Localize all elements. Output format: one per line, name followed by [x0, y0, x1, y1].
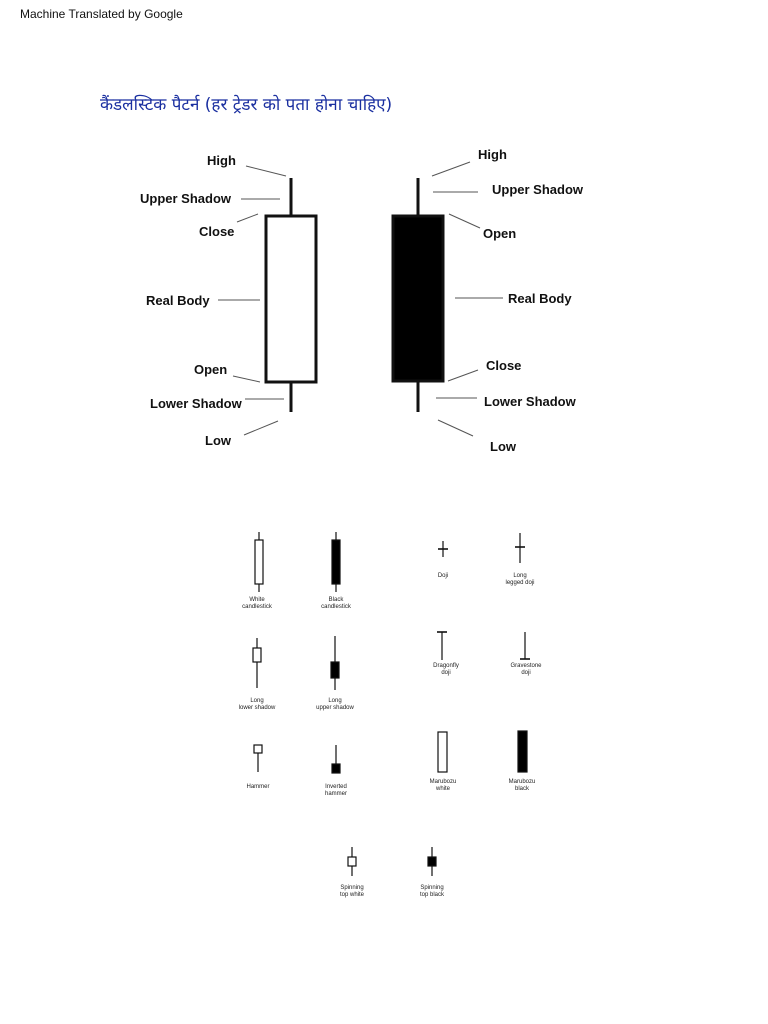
long-upper-shadow-pattern: Long upper shadow	[316, 636, 355, 711]
long-upper-shadow-label-1: Long	[328, 698, 341, 704]
black-candlestick-label-2: candlestick	[321, 604, 352, 610]
black-high-label: High	[478, 147, 507, 162]
page-title: कैंडलस्टिक पैटर्न (हर ट्रेडर को पता होना…	[100, 95, 393, 115]
marubozu-black-label-1: Marubozu	[509, 779, 536, 785]
inverted-hammer-label-1: Inverted	[325, 784, 347, 790]
long-legged-doji-pattern: Long legged doji	[505, 533, 535, 586]
inverted-hammer-pattern: Inverted hammer	[325, 745, 347, 797]
white-high-label: High	[207, 153, 236, 168]
gravestone-doji-label-1: Gravestone	[510, 663, 542, 669]
black-candlestick-pattern: Black candlestick	[321, 532, 352, 610]
white-candlestick-label-2: candlestick	[242, 604, 273, 610]
white-candlestick-label-1: White	[249, 597, 265, 603]
white-candlestick-pattern: White candlestick	[242, 532, 273, 610]
gravestone-doji-label-2: doji	[521, 670, 530, 676]
white-real-body	[264, 214, 318, 384]
black-upper-shadow-label: Upper Shadow	[492, 182, 584, 197]
spinning-top-black-label-1: Spinning	[420, 885, 443, 891]
marubozu-white-label-1: Marubozu	[430, 779, 457, 785]
long-lower-shadow-pattern: Long lower shadow	[239, 638, 276, 711]
inverted-hammer-label-2: hammer	[325, 791, 347, 797]
long-lower-shadow-label-1: Long	[250, 698, 263, 704]
black-lower-shadow-label: Lower Shadow	[484, 394, 577, 409]
marubozu-white-label-2: white	[435, 786, 451, 792]
white-open-label: Open	[194, 362, 227, 377]
white-real-body-label: Real Body	[146, 293, 210, 308]
spinning-top-white-label-2: top white	[340, 892, 365, 898]
long-lower-shadow-label-2: lower shadow	[239, 705, 276, 711]
dragonfly-doji-pattern: Dragonfly doji	[433, 631, 459, 676]
dragonfly-doji-label-2: doji	[441, 670, 450, 676]
long-legged-doji-label-2: legged doji	[505, 580, 534, 586]
spinning-top-white-pattern: Spinning top white	[340, 847, 365, 898]
hammer-pattern: Hammer	[246, 744, 270, 790]
spinning-top-black-pattern: Spinning top black	[420, 847, 445, 898]
marubozu-black-pattern: Marubozu black	[509, 730, 536, 792]
black-close-label: Close	[486, 358, 521, 373]
black-real-body-label: Real Body	[508, 291, 572, 306]
white-low-label: Low	[205, 433, 232, 448]
white-candle-anatomy: High Upper Shadow Close Real Body Open L…	[140, 153, 318, 448]
hammer-label-1: Hammer	[246, 784, 269, 790]
doji-pattern: Doji	[438, 541, 448, 579]
marubozu-white-pattern: Marubozu white	[430, 731, 457, 792]
black-candle-anatomy: High Upper Shadow Open Real Body Close L…	[391, 147, 584, 454]
gravestone-doji-pattern: Gravestone doji	[510, 632, 542, 676]
long-legged-doji-label-1: Long	[513, 573, 526, 579]
marubozu-black-label-2: black	[515, 786, 530, 792]
black-real-body	[391, 214, 445, 383]
long-upper-shadow-label-2: upper shadow	[316, 705, 354, 711]
doji-label-1: Doji	[438, 573, 448, 579]
black-candlestick-label-1: Black	[329, 597, 345, 603]
dragonfly-doji-label-1: Dragonfly	[433, 663, 459, 669]
black-low-label: Low	[490, 439, 517, 454]
black-open-label: Open	[483, 226, 516, 241]
white-lower-shadow-label: Lower Shadow	[150, 396, 243, 411]
white-close-label: Close	[199, 224, 234, 239]
white-upper-shadow-label: Upper Shadow	[140, 191, 232, 206]
spinning-top-black-label-2: top black	[420, 892, 445, 898]
machine-translated-header: Machine Translated by Google	[20, 7, 183, 21]
spinning-top-white-label-1: Spinning	[340, 885, 363, 891]
